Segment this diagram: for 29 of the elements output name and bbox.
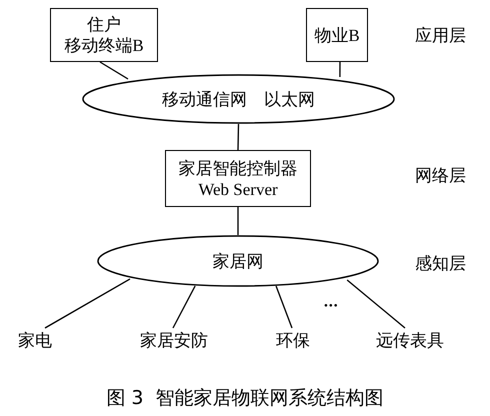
network-label: 移动通信网 以太网 [162, 88, 315, 110]
layer-label: 应用层 [415, 25, 466, 47]
figure-caption: 图 3 智能家居物联网系统结构图 [105, 386, 385, 411]
property-box [306, 8, 368, 62]
box-text: Web Server [198, 178, 278, 200]
device-label: 环保 [270, 328, 316, 352]
device-label: 家电 [10, 328, 60, 352]
connector-line [172, 286, 196, 328]
terminal-box [50, 8, 158, 62]
layer-label: 网络层 [415, 165, 466, 187]
controller-box [165, 150, 311, 207]
box-text: 家居智能控制器 [178, 158, 298, 178]
layer-label: 感知层 [415, 253, 466, 275]
network-ellipse [82, 74, 395, 124]
connector-line [275, 286, 293, 328]
connector-line [237, 207, 239, 235]
connector-line [44, 278, 130, 329]
device-label: 远传表具 [369, 328, 451, 352]
ellipsis-mark: ••• [324, 300, 339, 312]
connector-line [100, 61, 128, 80]
connector-line [339, 62, 341, 77]
network-label: 家居网 [212, 250, 264, 272]
box-text: 住户 [87, 14, 121, 35]
box-text: 移动终端B [64, 35, 144, 56]
network-ellipse [97, 235, 379, 287]
connector-line [346, 279, 406, 328]
connector-line [237, 124, 240, 150]
box-text: 物业B [314, 24, 360, 46]
device-label: 家居安防 [132, 328, 216, 352]
